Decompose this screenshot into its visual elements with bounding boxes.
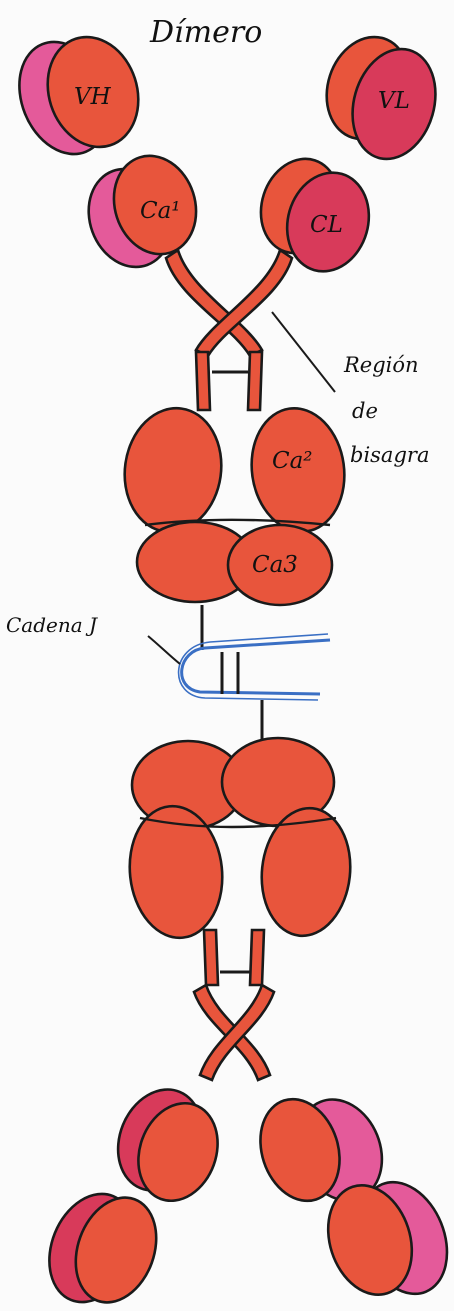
- top-ca2-left: [117, 402, 229, 538]
- hinge-label-line3: bisagra: [350, 443, 429, 467]
- hinge-label-line2: de: [352, 399, 378, 423]
- label-cl: CL: [310, 212, 343, 238]
- hinge-pointer-line: [272, 312, 335, 392]
- top-left-arm: VH Ca¹: [3, 25, 208, 279]
- top-monomer: VH Ca¹ VL CL Ca² Ca3: [3, 25, 448, 605]
- bottom-fc: [123, 738, 356, 942]
- label-ca3: Ca3: [252, 552, 298, 578]
- top-right-arm: VL CL: [249, 26, 448, 281]
- diagram-title: Dímero: [149, 15, 262, 50]
- j-chain-connection: Cadena J: [6, 605, 330, 745]
- bottom-monomer: [34, 738, 454, 1311]
- bottom-hinge: [194, 930, 274, 1080]
- label-vl: VL: [378, 88, 410, 114]
- top-fc: [117, 402, 352, 605]
- bottom-right-arm: [248, 1087, 454, 1307]
- bottom-left-arm: [34, 1077, 231, 1311]
- label-ca2: Ca²: [272, 448, 313, 474]
- j-chain-shape: [182, 640, 330, 694]
- j-chain-label: Cadena J: [6, 613, 98, 637]
- label-vh: VH: [74, 84, 112, 110]
- hinge-label-line1: Región: [343, 353, 419, 377]
- top-hinge: [166, 250, 292, 410]
- j-chain-pointer-line: [148, 636, 180, 664]
- label-ca1: Ca¹: [140, 198, 181, 224]
